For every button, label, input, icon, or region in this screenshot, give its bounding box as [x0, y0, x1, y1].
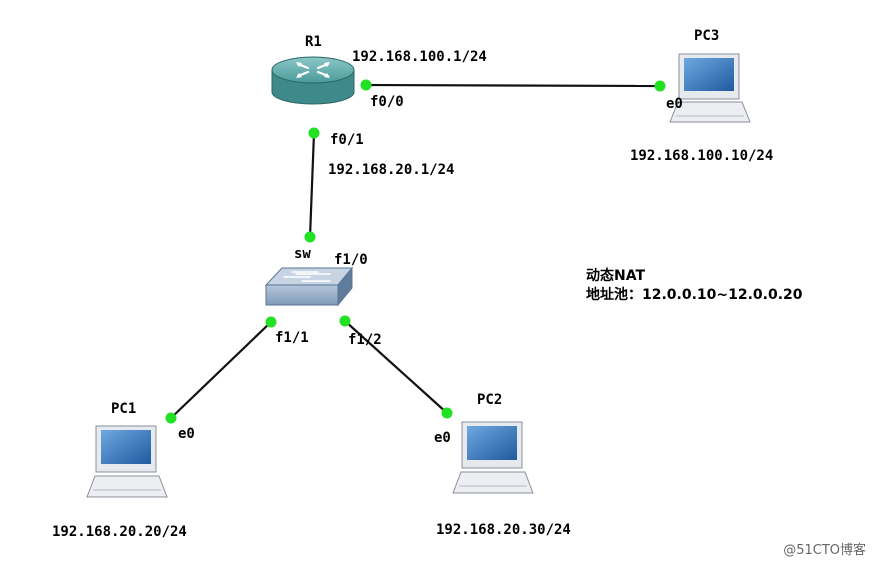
ip-label-r1-f00: 192.168.100.1/24 [352, 49, 487, 65]
switch-sw[interactable]: sw [264, 246, 354, 307]
nat-note-title: 动态NAT [586, 267, 645, 284]
port-label-pc2-e0: e0 [434, 430, 451, 446]
port-dot-r1-f01 [308, 127, 320, 139]
pc1-label: PC1 [111, 401, 136, 417]
pc3[interactable]: PC3 192.168.100.10/24 [630, 28, 773, 164]
port-dot-sw-f10 [304, 231, 316, 243]
switch-icon [264, 266, 354, 307]
links [170, 83, 661, 419]
port-label-sw-f10: f1/0 [334, 252, 368, 268]
port-label-r1-f01: f0/1 [330, 132, 364, 148]
pc-icon [452, 421, 534, 494]
router-icon [271, 56, 355, 105]
link-r1-sw [308, 132, 316, 238]
port-dots [165, 79, 666, 424]
link-r1-pc3 [365, 83, 661, 88]
router-r1-label: R1 [305, 34, 322, 50]
port-label-pc1-e0: e0 [178, 426, 195, 442]
router-r1[interactable]: R1 [271, 34, 355, 105]
port-dot-sw-f12 [339, 315, 351, 327]
port-label-r1-f00: f0/0 [370, 94, 404, 110]
port-dot-pc2-e0 [441, 407, 453, 419]
pc1-ip-label: 192.168.20.20/24 [52, 524, 187, 540]
nat-note-pool: 地址池：12.0.0.10~12.0.0.20 [586, 286, 803, 303]
watermark: @51CTO博客 [783, 542, 866, 558]
port-dot-pc1-e0 [165, 412, 177, 424]
pc2-label: PC2 [477, 392, 502, 408]
switch-sw-label: sw [294, 246, 311, 262]
port-dot-sw-f11 [265, 316, 277, 328]
pc2[interactable]: PC2 192.168.20.30/24 [436, 392, 571, 538]
port-label-sw-f12: f1/2 [348, 332, 382, 348]
port-dot-r1-f00 [360, 79, 372, 91]
pc3-ip-label: 192.168.100.10/24 [630, 148, 773, 164]
port-dot-pc3-e0 [654, 80, 666, 92]
link-sw-pc2 [344, 320, 448, 414]
pc1[interactable]: PC1 192.168.20.20/24 [52, 401, 187, 540]
pc3-label: PC3 [694, 28, 719, 44]
port-label-pc3-e0: e0 [666, 96, 683, 112]
pc2-ip-label: 192.168.20.30/24 [436, 522, 571, 538]
ip-label-r1-f01: 192.168.20.1/24 [328, 162, 454, 178]
pc-icon [669, 53, 751, 123]
port-label-sw-f11: f1/1 [275, 330, 309, 346]
pc-icon [86, 425, 168, 498]
link-sw-pc1 [170, 321, 272, 419]
